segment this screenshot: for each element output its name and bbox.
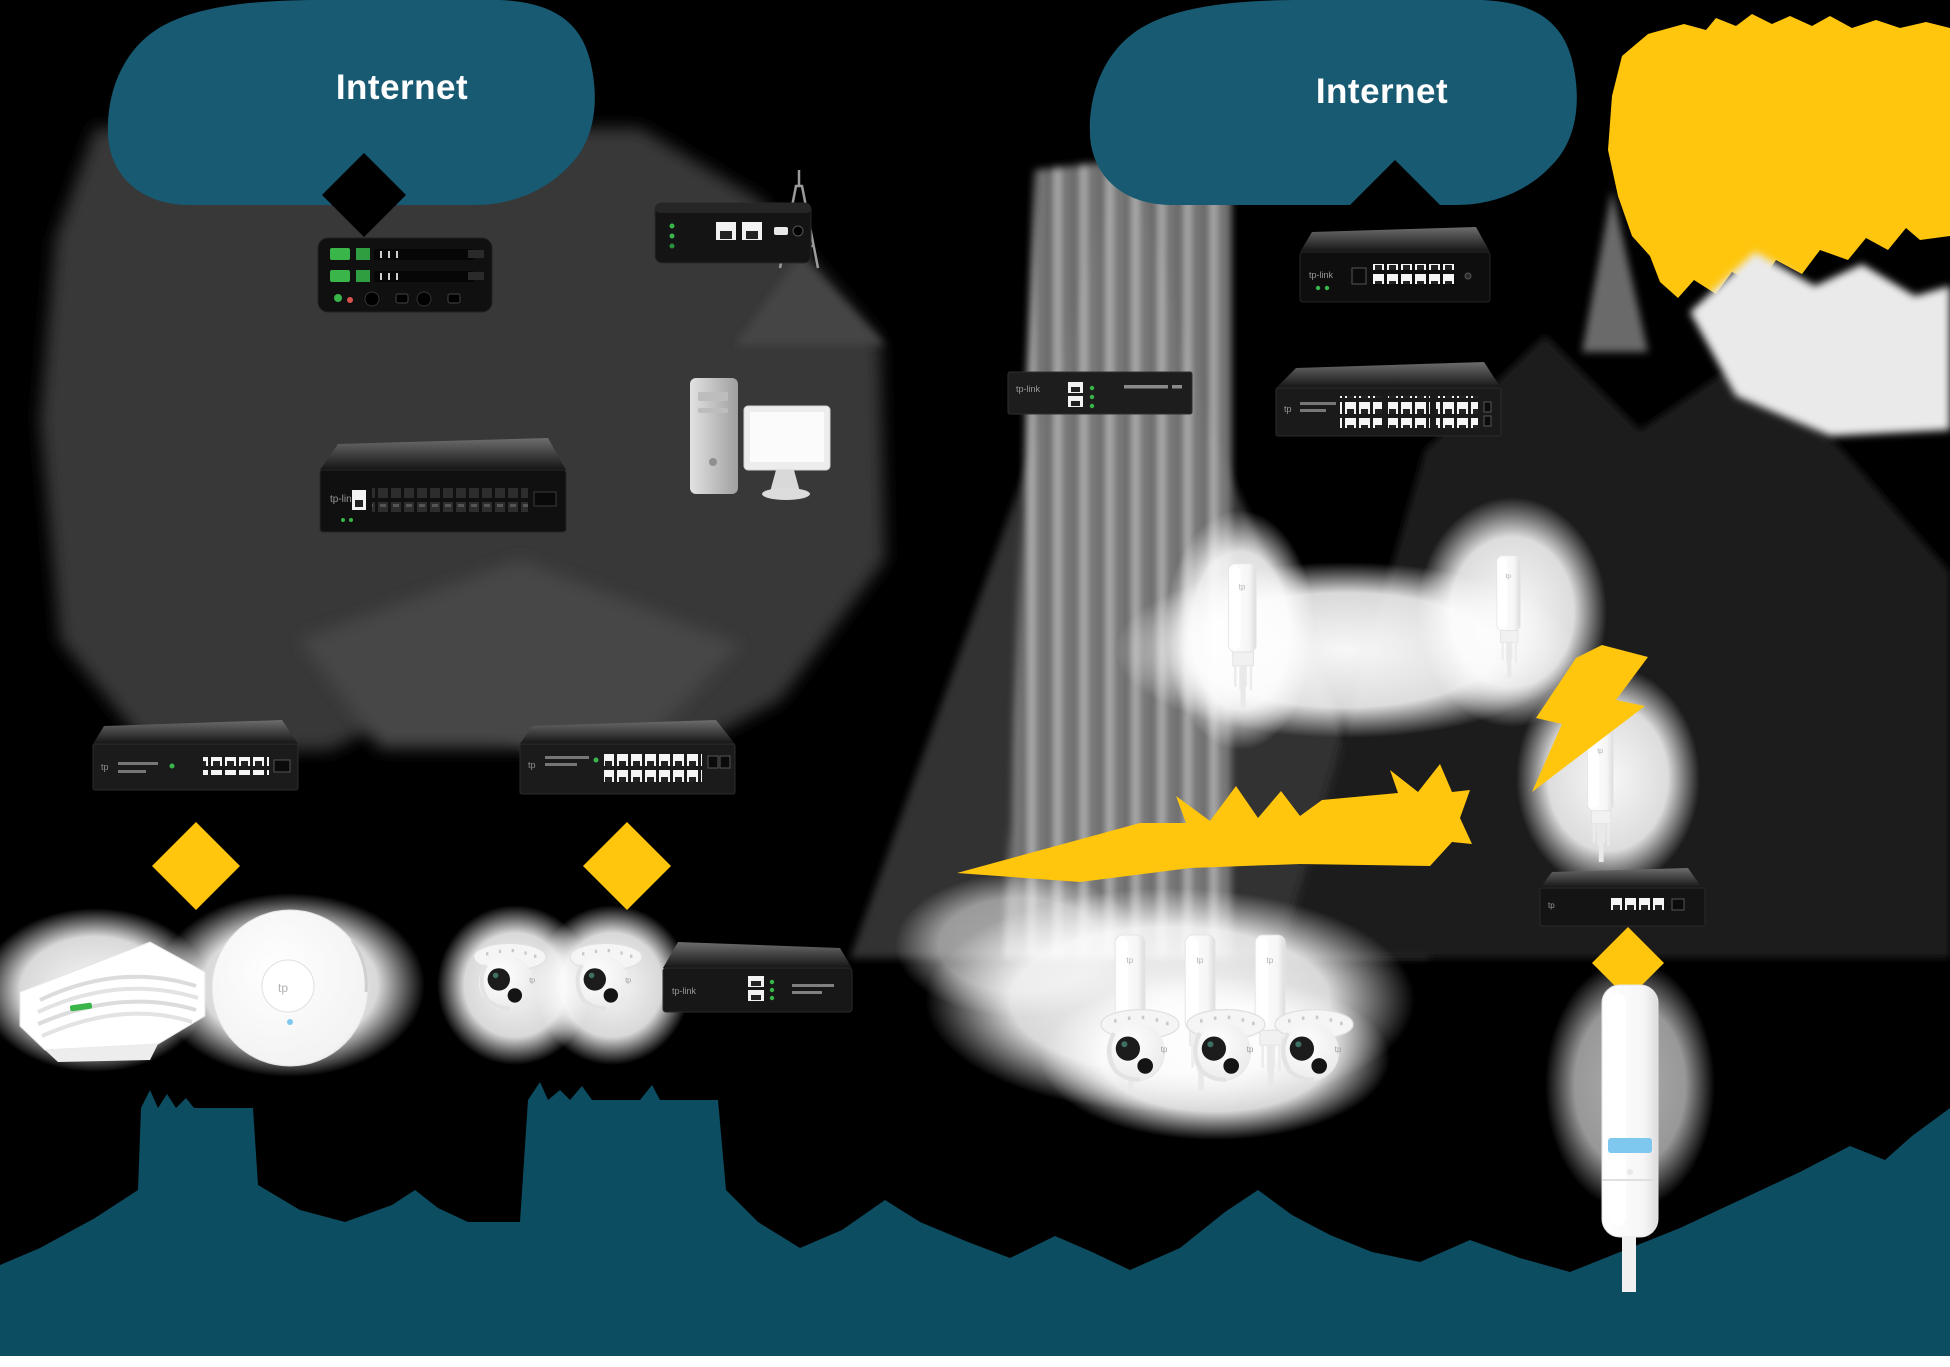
sun-icon <box>1608 14 1950 298</box>
vpn-router-icon: tp-link <box>1299 227 1491 303</box>
poe-diamond-left-1 <box>152 822 240 910</box>
svg-text:tp: tp <box>101 762 109 772</box>
wireless-link-bolt-small <box>1532 645 1648 792</box>
snow-patch <box>1690 252 1950 436</box>
internet-label-left: Internet <box>335 68 469 107</box>
core-switch-icon: tp-link <box>319 438 567 533</box>
svg-text:tp: tp <box>278 981 288 995</box>
svg-text:tp-link: tp-link <box>672 986 697 996</box>
footer-baseline <box>0 1356 1950 1367</box>
svg-text:tp: tp <box>1548 901 1555 910</box>
camera-recorder-icon: tp-link <box>662 942 853 1013</box>
poe-diamond-left-2 <box>583 822 671 910</box>
wall-plate-access-point-icon <box>19 941 206 1062</box>
remote-switch-icon: tp <box>1539 868 1706 927</box>
internet-label-right: Internet <box>1315 72 1449 111</box>
internet-cloud-right <box>1089 0 1577 250</box>
right-mountain-backdrop <box>735 145 1950 958</box>
aggregation-switch-icon: tp <box>1275 362 1502 437</box>
svg-text:tp: tp <box>528 760 536 770</box>
isp-modem-icon <box>317 237 493 313</box>
cloud-arrow-notch <box>1350 160 1440 250</box>
poe-injector-icon: tp-link <box>1007 371 1193 415</box>
hardware-controller-icon <box>654 202 812 264</box>
svg-text:tp-link: tp-link <box>330 494 358 505</box>
left-building-backdrop <box>40 128 885 750</box>
wireless-link-bolt-large <box>957 764 1472 882</box>
svg-text:tp: tp <box>1284 404 1292 414</box>
svg-text:tp-link: tp-link <box>1309 270 1334 280</box>
poe-switch-24port-icon: tp <box>519 720 736 795</box>
footer-skyline <box>0 1082 1950 1356</box>
management-pc-icon <box>690 378 831 500</box>
internet-cloud-left <box>107 0 595 237</box>
ceiling-access-point-icon: tp <box>211 909 369 1067</box>
poe-switch-8port-icon: tp <box>92 720 299 791</box>
poe-diamond-right <box>1592 927 1664 999</box>
outdoor-omni-antenna-icon <box>1601 984 1659 1292</box>
cloud-arrow-notch <box>322 153 406 237</box>
svg-text:tp-link: tp-link <box>1016 384 1041 394</box>
